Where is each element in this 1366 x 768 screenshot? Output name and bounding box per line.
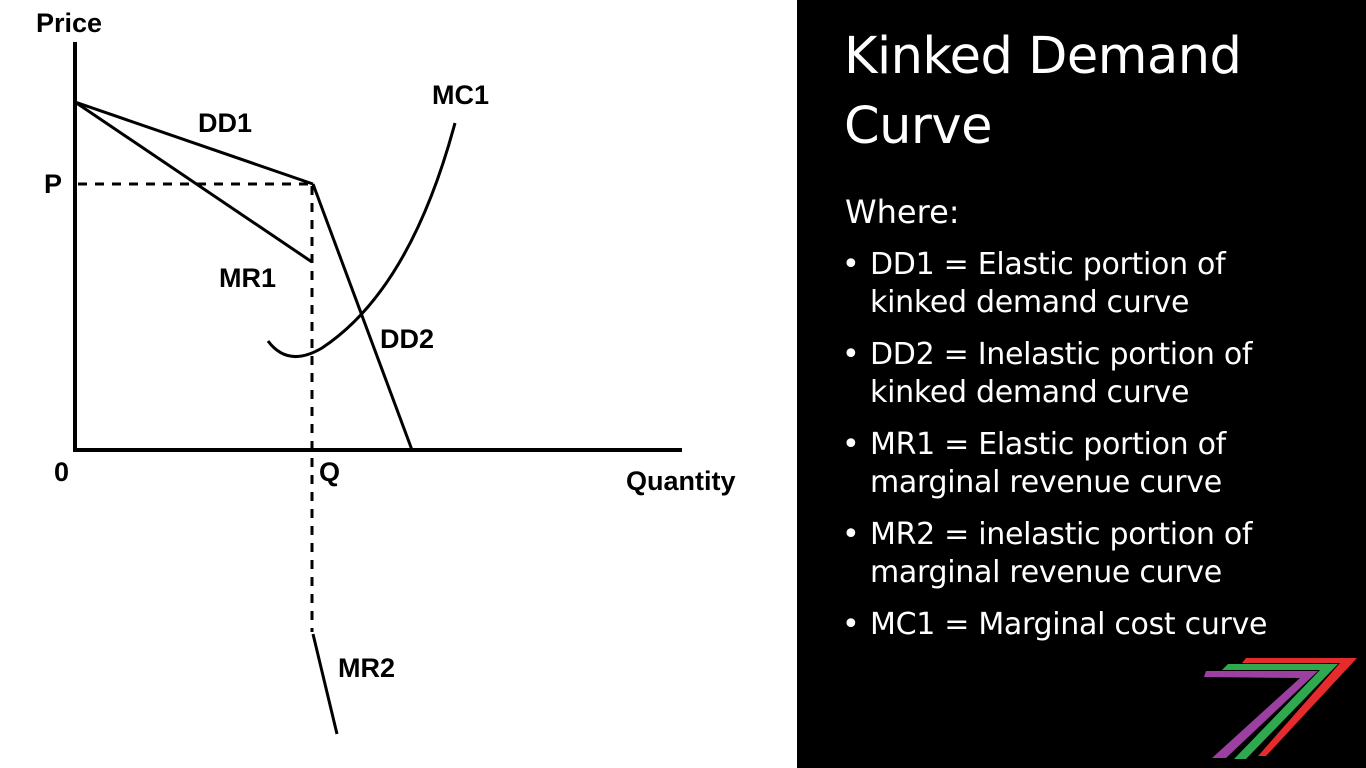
definitions-list: • DD1 = Elastic portion of kinked demand… — [842, 246, 1302, 658]
list-item: • DD1 = Elastic portion of kinked demand… — [842, 246, 1302, 322]
mr2-curve — [311, 633, 339, 735]
bullet-icon: • — [842, 337, 860, 372]
mr1-label: MR1 — [219, 263, 276, 293]
mr1-curve — [74, 100, 313, 264]
logo-red-stripe — [1242, 658, 1357, 756]
dd2-curve — [311, 183, 414, 451]
dd2-label: DD2 — [380, 324, 434, 354]
origin-label: 0 — [54, 457, 69, 487]
dd1-label: DD1 — [198, 108, 252, 138]
mr2-label: MR2 — [338, 653, 395, 683]
list-item: • MR1 = Elastic portion of marginal reve… — [842, 426, 1302, 502]
slide-title: Kinked Demand Curve — [844, 27, 1242, 156]
list-item: • DD2 = Inelastic portion of kinked dema… — [842, 336, 1302, 412]
definition-text: MC1 = Marginal cost curve — [870, 607, 1268, 642]
quantity-axis-label: Quantity — [626, 466, 736, 496]
price-level-label: P — [44, 169, 62, 199]
list-item: • MR2 = inelastic portion of marginal re… — [842, 516, 1302, 592]
bullet-icon: • — [842, 247, 860, 282]
mc1-curve — [266, 122, 457, 358]
logo-green-stripe — [1222, 664, 1338, 759]
price-axis-label: Price — [36, 8, 102, 38]
where-label: Where: — [845, 193, 960, 231]
list-item: • MC1 = Marginal cost curve — [842, 606, 1302, 644]
quantity-level-label: Q — [319, 457, 340, 487]
definition-text: MR1 = Elastic portion of marginal revenu… — [870, 427, 1226, 500]
diagram-canvas: Price Quantity 0 P Q DD1 DD2 MR1 MR2 MC1 — [36, 8, 736, 735]
mc1-label: MC1 — [432, 80, 489, 110]
text-panel: Kinked Demand Curve Where: • DD1 = Elast… — [797, 0, 1366, 768]
dd1-curve — [74, 100, 314, 186]
stripe-seven-logo-icon — [1204, 658, 1357, 759]
bullet-icon: • — [842, 427, 860, 462]
definition-text: DD1 = Elastic portion of kinked demand c… — [870, 247, 1226, 320]
definition-text: MR2 = inelastic portion of marginal reve… — [870, 517, 1253, 590]
bullet-icon: • — [842, 607, 860, 642]
definition-text: DD2 = Inelastic portion of kinked demand… — [870, 337, 1253, 410]
logo-purple-stripe — [1204, 671, 1318, 758]
bullet-icon: • — [842, 517, 860, 552]
kinked-demand-diagram: Price Quantity 0 P Q DD1 DD2 MR1 MR2 MC1 — [36, 8, 736, 735]
